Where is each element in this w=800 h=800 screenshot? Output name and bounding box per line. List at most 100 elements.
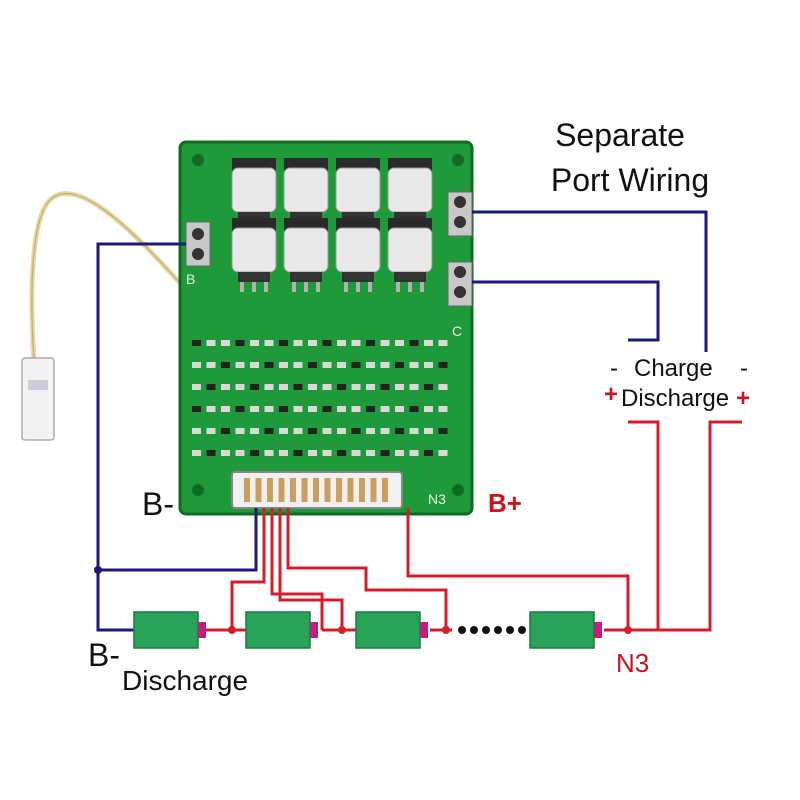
battery-cell bbox=[529, 611, 595, 649]
smd-component bbox=[235, 450, 245, 456]
discharge-minus-wire bbox=[472, 280, 660, 342]
smd-component bbox=[206, 406, 216, 412]
junction-dot bbox=[338, 626, 346, 634]
balance-wire-4 bbox=[286, 508, 448, 630]
smd-component bbox=[424, 340, 433, 346]
smd-component bbox=[424, 384, 433, 390]
p-terminal-screw bbox=[454, 216, 466, 228]
junction-dot bbox=[228, 626, 236, 634]
mosfet bbox=[335, 227, 381, 273]
mosfet-pin bbox=[292, 282, 296, 292]
smd-component bbox=[438, 450, 448, 456]
smd-component bbox=[279, 384, 288, 390]
smd-component bbox=[380, 450, 390, 456]
mosfet-pin bbox=[420, 282, 424, 292]
smd-component bbox=[409, 406, 419, 412]
smd-component bbox=[380, 362, 390, 368]
temperature-sensor bbox=[21, 191, 190, 441]
smd-component bbox=[293, 450, 303, 456]
mosfet bbox=[283, 227, 329, 273]
smd-component bbox=[322, 340, 332, 346]
smd-component bbox=[395, 450, 404, 456]
smd-component bbox=[250, 406, 259, 412]
connector-pin bbox=[255, 478, 262, 502]
smd-component bbox=[351, 406, 361, 412]
mosfet bbox=[231, 227, 277, 273]
board-b-label: B bbox=[186, 271, 195, 287]
junction-dot bbox=[624, 626, 632, 634]
mosfet-base bbox=[238, 212, 270, 222]
connector-pin bbox=[370, 478, 377, 502]
smd-component bbox=[235, 384, 245, 390]
mosfet-pin bbox=[252, 282, 256, 292]
smd-component bbox=[264, 450, 274, 456]
connector-pin bbox=[313, 478, 319, 502]
mosfet-pin bbox=[396, 282, 400, 292]
mosfet-row-middle bbox=[231, 218, 433, 292]
charge-minus-right: - bbox=[740, 355, 748, 382]
mosfet-row-top bbox=[231, 158, 433, 232]
balance-wire-1 bbox=[230, 508, 266, 630]
c-terminal-screw bbox=[454, 266, 466, 278]
smd-component bbox=[438, 406, 448, 412]
title-line-1: Separate bbox=[555, 117, 685, 153]
mosfet-base bbox=[342, 212, 374, 222]
smd-component bbox=[221, 428, 230, 434]
smd-component bbox=[264, 428, 274, 434]
smd-component bbox=[221, 362, 230, 368]
smd-component bbox=[279, 450, 288, 456]
smd-component bbox=[337, 384, 346, 390]
junction-dot bbox=[442, 626, 450, 634]
connector-pin bbox=[324, 478, 331, 502]
smd-component bbox=[351, 384, 361, 390]
smd-component bbox=[380, 428, 390, 434]
bms-board: B C bbox=[178, 140, 474, 516]
discharge-bottom-label: Discharge bbox=[122, 665, 248, 696]
smd-component bbox=[293, 428, 303, 434]
connector-pin bbox=[244, 478, 250, 502]
connector-pin bbox=[301, 478, 308, 502]
smd-component bbox=[380, 340, 390, 346]
smd-component bbox=[322, 450, 332, 456]
charge-minus-wire bbox=[472, 210, 708, 352]
smd-component bbox=[395, 340, 404, 346]
smd-component bbox=[409, 428, 419, 434]
smd-component bbox=[192, 340, 201, 346]
smd-component bbox=[264, 406, 274, 412]
smd-component bbox=[409, 362, 419, 368]
c-terminal-screw bbox=[454, 286, 466, 298]
smd-component bbox=[250, 362, 259, 368]
mosfet-base bbox=[290, 272, 322, 282]
smd-component bbox=[380, 384, 390, 390]
smd-component bbox=[424, 362, 433, 368]
battery-cell bbox=[245, 611, 311, 649]
b-plus-label: B+ bbox=[488, 488, 522, 518]
mosfet-pin bbox=[408, 282, 412, 292]
smd-component bbox=[395, 384, 404, 390]
mosfet bbox=[335, 167, 381, 213]
smd-component bbox=[322, 406, 332, 412]
smd-component bbox=[438, 340, 448, 346]
smd-component bbox=[279, 362, 288, 368]
smd-component bbox=[221, 384, 230, 390]
mosfet-pin bbox=[368, 282, 372, 292]
mosfet-pin bbox=[316, 282, 320, 292]
smd-component bbox=[322, 428, 332, 434]
smd-component bbox=[221, 340, 230, 346]
smd-component bbox=[351, 340, 361, 346]
balance-wire-2 bbox=[270, 508, 324, 630]
mosfet-base bbox=[342, 272, 374, 282]
smd-component bbox=[409, 450, 419, 456]
connector-pin bbox=[359, 478, 365, 502]
mosfet-pin bbox=[240, 282, 244, 292]
smd-component bbox=[293, 406, 303, 412]
smd-component bbox=[192, 362, 201, 368]
smd-component bbox=[206, 384, 216, 390]
smd-component bbox=[366, 362, 375, 368]
battery-cell bbox=[133, 611, 199, 649]
mosfet-base bbox=[394, 272, 426, 282]
p-terminal-screw bbox=[454, 196, 466, 208]
discharge-plus-wire bbox=[628, 420, 660, 632]
